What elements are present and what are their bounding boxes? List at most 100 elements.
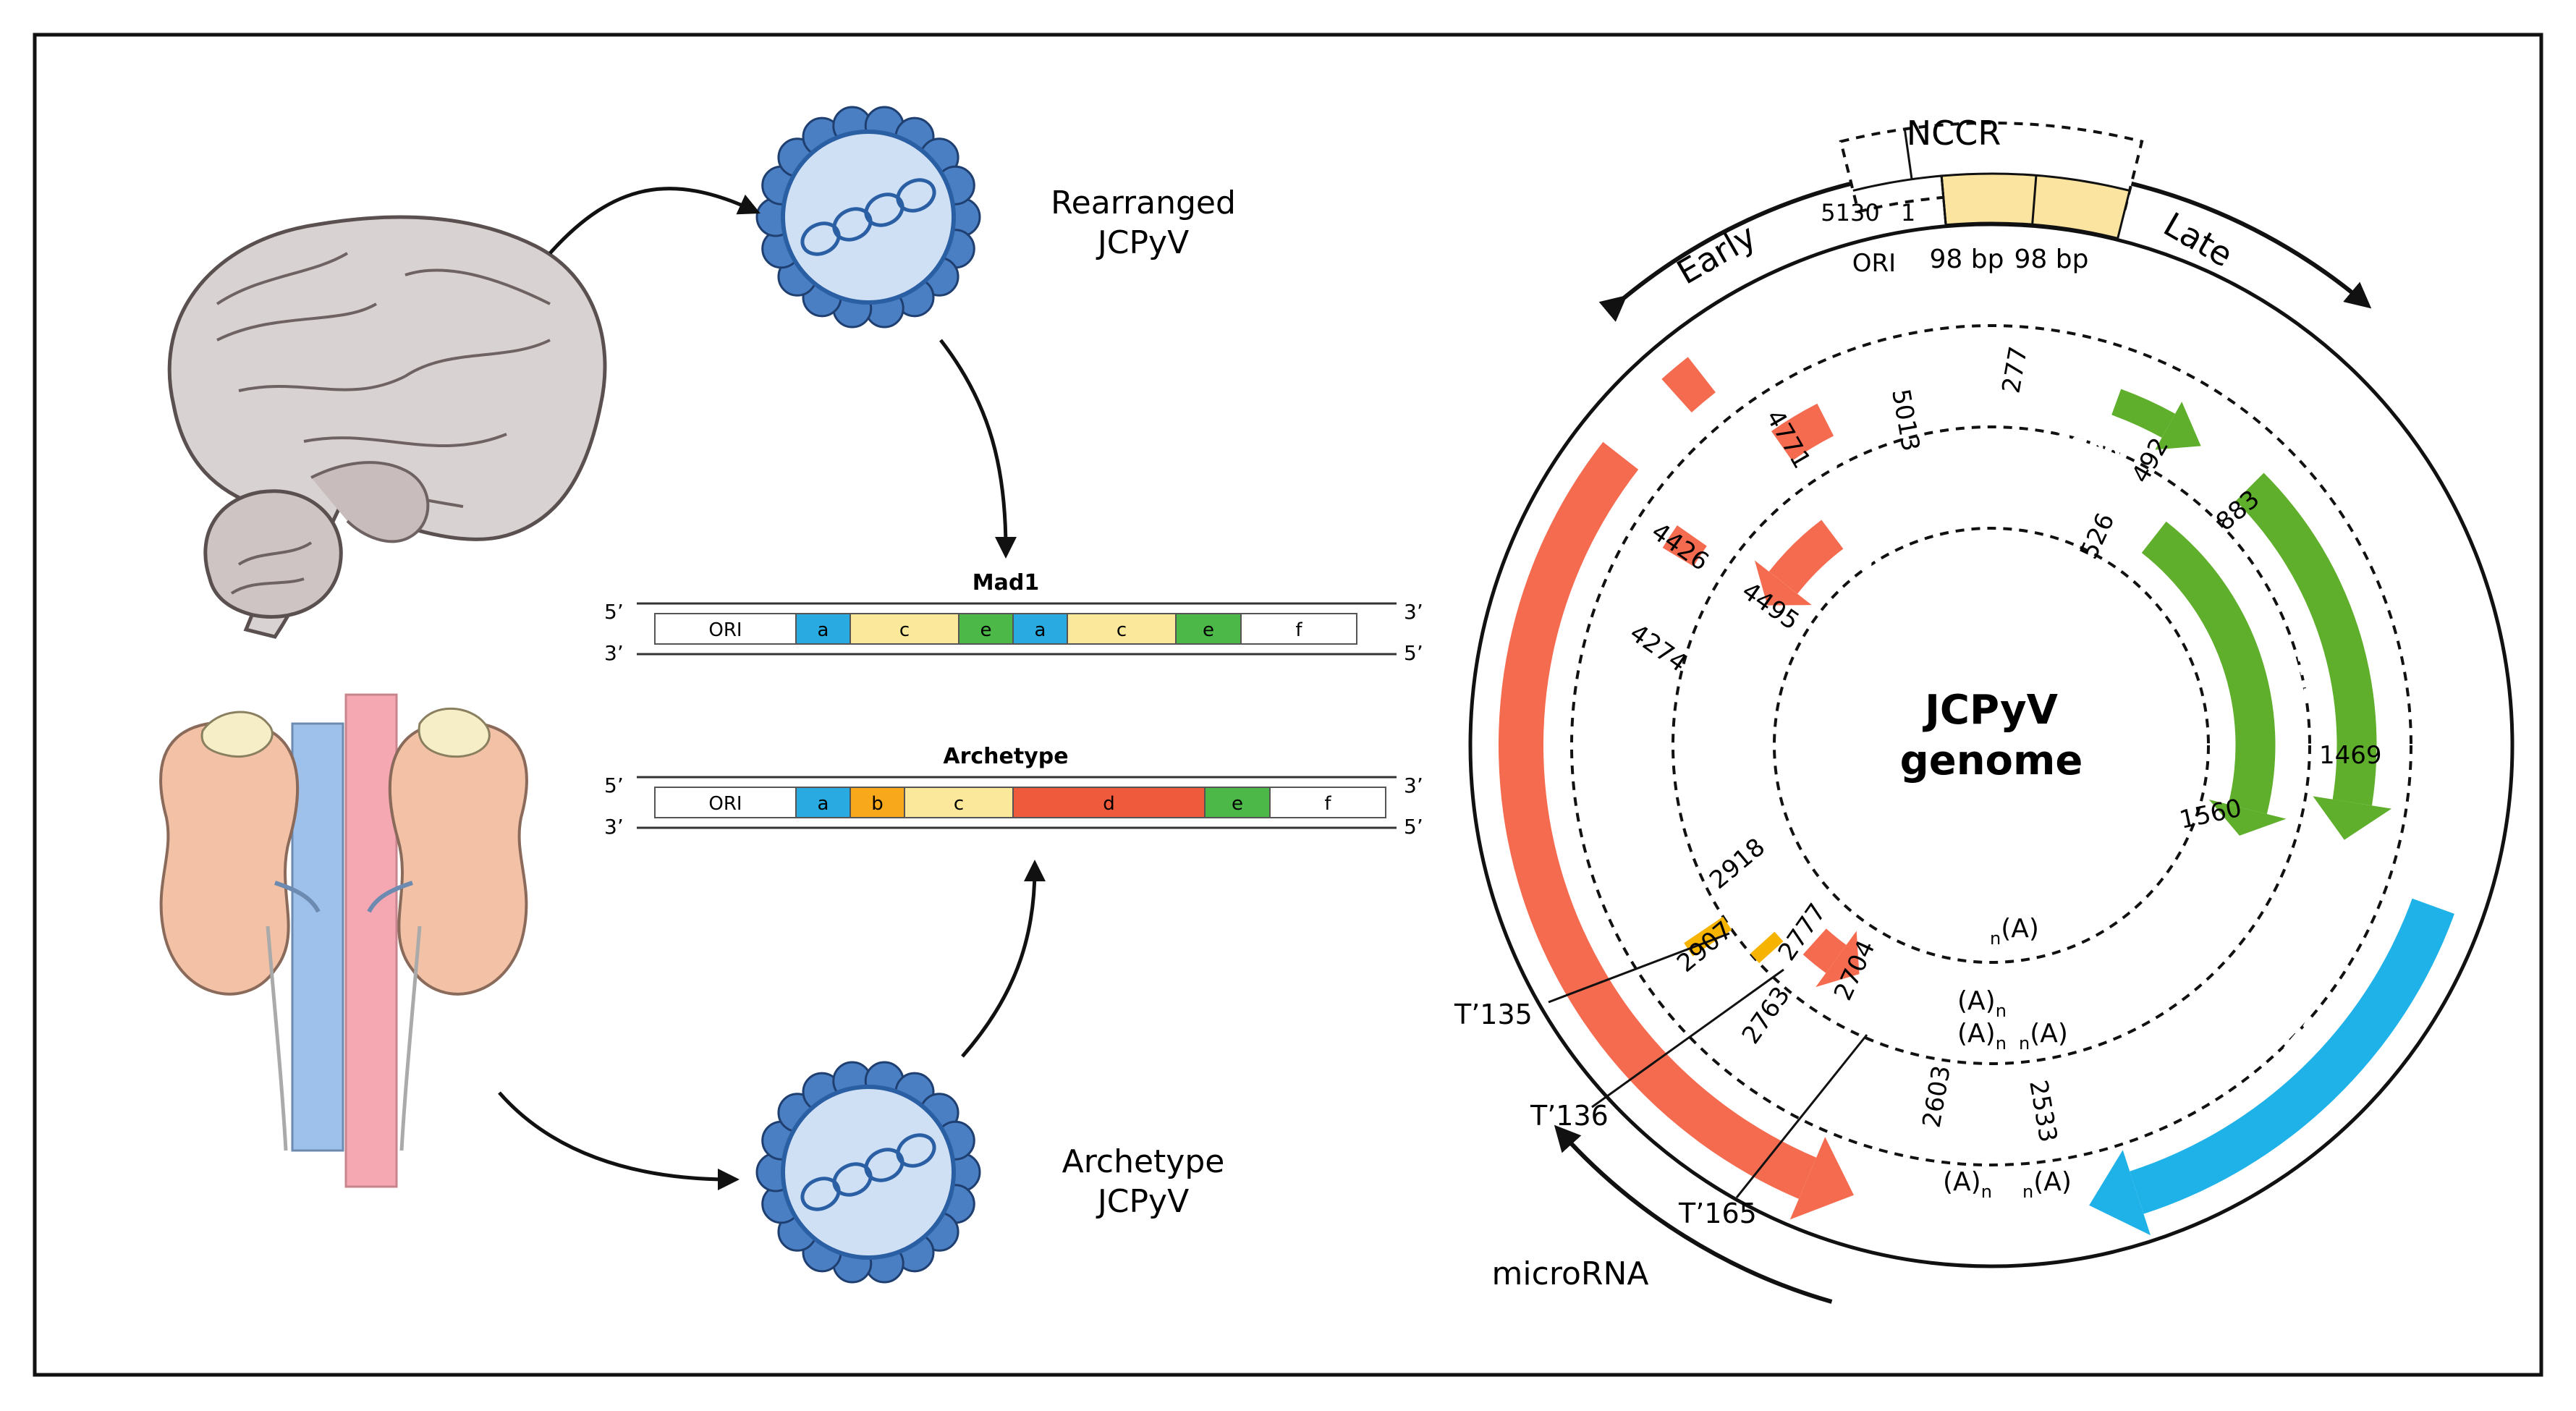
pos-2918: 2918	[1704, 833, 1771, 895]
segment-a	[1012, 613, 1068, 645]
early-label: Early	[1670, 216, 1763, 292]
gene-T-mid-exon1-body	[1771, 403, 1834, 461]
segment-label: a	[818, 793, 829, 815]
polyA-outer-nA: n(A)	[2022, 1167, 2072, 1202]
mad1-bottom-3prime: 3’	[604, 641, 624, 665]
polyA-mid-nA: n(A)	[2019, 1019, 2068, 1054]
gene-label-t-small: t	[1864, 546, 1877, 578]
gene-T-main-head	[1789, 1137, 1854, 1220]
segment-label: e	[1203, 619, 1214, 641]
genome-title-2: genome	[1900, 737, 2083, 784]
gene-label-T-mid: T	[1825, 449, 1844, 480]
late-direction-arrow	[2130, 181, 2372, 309]
pos-2603: 2603	[1917, 1063, 1956, 1130]
gene-VP3-head	[2313, 796, 2392, 840]
pos-4274: 4274	[1624, 619, 1692, 678]
polyA-inner-nA: n(A)	[1990, 914, 2039, 949]
mad1-title: Mad1	[973, 570, 1039, 596]
gene-VP2-body	[2141, 521, 2276, 814]
microrna-direction-arrow	[1554, 1124, 1833, 1304]
isoform-label-t135: T’135	[1454, 999, 1533, 1030]
segment-f	[1269, 787, 1386, 818]
dna-loop	[864, 192, 904, 227]
gene-agno-head	[2155, 402, 2201, 450]
gene-T-mid-exon2-body	[1662, 525, 1707, 567]
arch-top-5prime: 5’	[604, 774, 624, 797]
pos-526: 526	[2075, 509, 2121, 564]
dna-loop	[832, 1162, 873, 1197]
transcript-track-2	[1672, 425, 2311, 1065]
enhancer-divider	[2031, 175, 2038, 225]
origin-tick	[1903, 129, 1913, 179]
brain-illustration	[167, 215, 607, 639]
gene-label-VP2: VP2	[2148, 624, 2194, 687]
isoform-label-t136: T’136	[1530, 1100, 1609, 1132]
arch-bottom-3prime: 3’	[604, 815, 624, 839]
arrow-archetype-to-archetype-nccr	[961, 860, 1046, 1058]
dna-loop	[896, 1133, 936, 1168]
gene-label-VP3: VP3	[2289, 644, 2329, 706]
dna-loop	[800, 221, 841, 256]
transcript-track-3	[1773, 527, 2210, 964]
gene-t-small	[1754, 520, 1844, 606]
dna-loop	[832, 207, 873, 242]
pos-1469: 1469	[2319, 741, 2382, 770]
polyA-outer-An: (A)n	[1943, 1167, 1992, 1202]
figure-frame	[33, 33, 2543, 1377]
early-direction-arrow	[1598, 181, 1852, 322]
segment-label: e	[980, 619, 992, 641]
pos-2533: 2533	[2023, 1078, 2062, 1145]
genome-title-1: JCPyV	[1922, 687, 2059, 734]
archetype-virus-label-2: JCPyV	[1096, 1183, 1189, 1220]
gene-label-agno: agno	[2051, 420, 2125, 469]
gene-T165	[1802, 928, 1860, 988]
gene-VP3-body	[2235, 473, 2377, 806]
arrow-brain-to-rearranged	[548, 187, 760, 255]
genome-map	[1468, 122, 2514, 1304]
gene-T-exon1	[1661, 357, 1716, 412]
segment-label: e	[1232, 793, 1243, 815]
gene-agno	[2111, 389, 2201, 450]
archetype-virus-icon	[755, 1061, 981, 1284]
polyA-inner-An: (A)n	[1957, 986, 2007, 1021]
arch-bottom-5prime: 5’	[1404, 815, 1423, 839]
ori-box	[1852, 174, 1947, 225]
arch-top-3prime: 3’	[1404, 774, 1423, 797]
mad1-bottom-5prime: 5’	[1404, 641, 1423, 665]
segment-label: a	[818, 619, 829, 641]
bp-label-2: 98 bp	[2014, 245, 2089, 274]
gene-VP1-head	[2089, 1150, 2151, 1236]
gene-T165-body	[1802, 928, 1847, 973]
pos-277: 277	[1996, 344, 2033, 396]
gene-t-small-body	[1768, 520, 1844, 594]
leader-t165	[1735, 1034, 1868, 1198]
gene-T-exon1-body	[1661, 357, 1716, 412]
isoform-mark-t136	[1750, 931, 1784, 964]
mad1-top-3prime: 3’	[1404, 600, 1423, 624]
segment-label: b	[871, 793, 884, 815]
segment-a	[795, 787, 851, 818]
dna-loop	[800, 1177, 841, 1211]
leader-t136	[1591, 968, 1784, 1109]
pos-1: 1	[1901, 199, 1915, 226]
rearranged-virus-icon	[755, 106, 981, 329]
transcript-track-1	[1570, 324, 2412, 1166]
pos-2763: 2763	[1737, 981, 1796, 1049]
segment-label: f	[1324, 793, 1331, 815]
leader-t135	[1548, 932, 1730, 1004]
archetype-strip-title: Archetype	[943, 744, 1068, 769]
bp-label-1: 98 bp	[1930, 245, 2004, 274]
segment-label: c	[899, 619, 910, 641]
segment-f	[1240, 613, 1357, 645]
gene-VP1	[2089, 898, 2454, 1236]
segment-a	[795, 613, 851, 645]
kidney-illustration	[159, 693, 528, 1188]
dna-loop	[896, 178, 936, 213]
rearranged-label-1: Rearranged	[1051, 185, 1236, 221]
segment-label: c	[1117, 619, 1127, 641]
segment-label: a	[1035, 619, 1046, 641]
segment-c	[850, 613, 959, 645]
